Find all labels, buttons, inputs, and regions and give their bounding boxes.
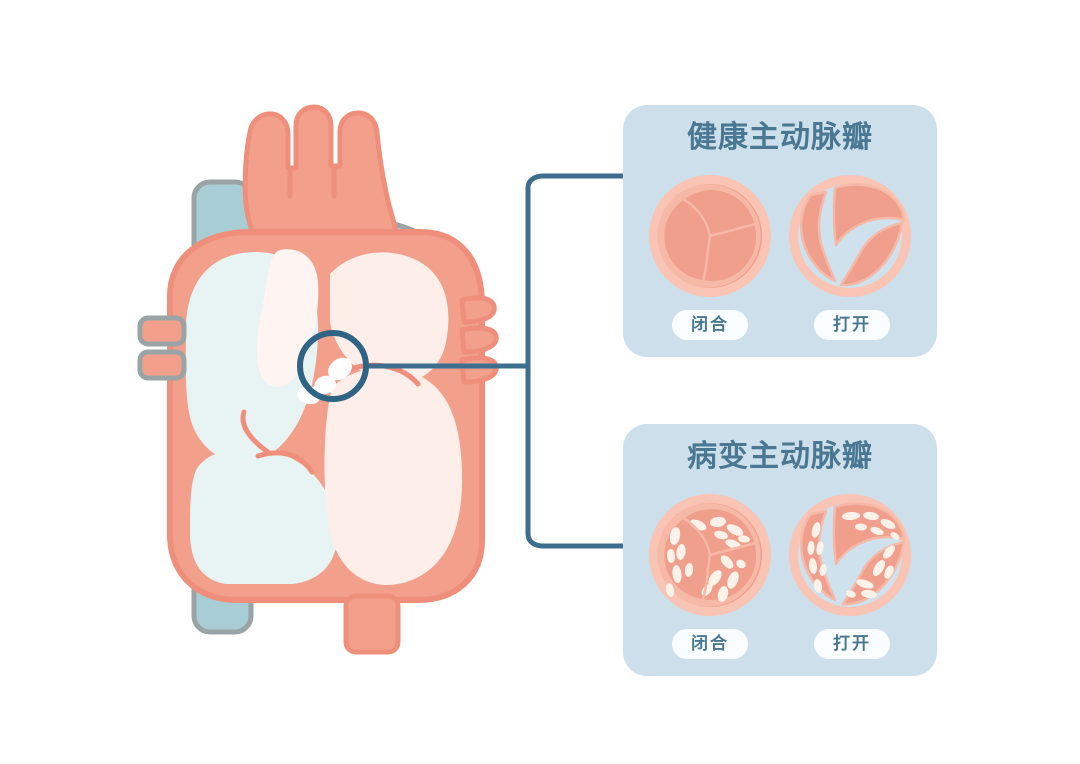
panel-diseased-valve: 病变主动脉瓣 [623,424,937,676]
calcification-deposits [665,516,750,602]
aortic-valve-highlight-circle [297,330,369,402]
label-healthy-open: 打开 [814,310,890,340]
bottom-vessels [343,593,401,655]
healthy-valve-figures [623,171,937,301]
calcification-deposits-top [842,511,900,540]
panel-healthy-title: 健康主动脉瓣 [687,121,873,154]
healthy-valve-labels: 闭合 打开 [623,310,937,340]
panel-diseased-title: 病变主动脉瓣 [687,440,873,473]
label-diseased-closed: 闭合 [672,629,748,659]
diseased-valve-figures [623,490,937,620]
left-vessel-stubs [137,315,187,381]
panel-healthy-valve: 健康主动脉瓣 [623,105,937,357]
valve-figure-healthy-closed [645,171,775,301]
label-healthy-closed: 闭合 [672,310,748,340]
bracket-connector [363,173,626,549]
valve-figure-diseased-open [785,490,915,620]
valve-figure-diseased-closed [645,490,775,620]
calcification-deposits-right [846,545,895,599]
right-vessel-stubs [459,295,499,385]
label-diseased-open: 打开 [814,629,890,659]
valve-figure-healthy-open [785,171,915,301]
diseased-valve-labels: 闭合 打开 [623,629,937,659]
calcification-deposits-left [807,522,827,593]
